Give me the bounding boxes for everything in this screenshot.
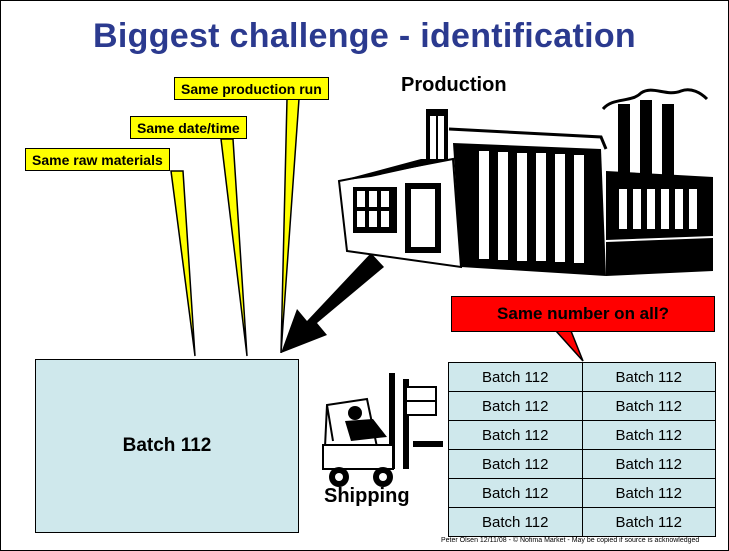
callout-same-number: Same number on all? bbox=[451, 296, 715, 332]
batch-table: Batch 112 Batch 112 Batch 112 Batch 112 … bbox=[448, 362, 716, 537]
footer-credit: Peter Olsen 12/11/08 - © Nofima Market -… bbox=[441, 537, 700, 544]
table-cell: Batch 112 bbox=[581, 478, 716, 508]
shipping-label: Shipping bbox=[324, 485, 410, 507]
table-row: Batch 112 Batch 112 bbox=[448, 362, 716, 392]
slide-title: Biggest challenge - identification bbox=[93, 17, 636, 55]
table-cell: Batch 112 bbox=[581, 507, 716, 537]
callout-tail-date-time bbox=[220, 138, 248, 357]
table-row: Batch 112 Batch 112 bbox=[448, 449, 716, 479]
table-cell: Batch 112 bbox=[448, 507, 583, 537]
callout-date-time: Same date/time bbox=[130, 116, 247, 139]
table-row: Batch 112 Batch 112 bbox=[448, 391, 716, 421]
table-cell: Batch 112 bbox=[448, 449, 583, 479]
table-cell: Batch 112 bbox=[448, 391, 583, 421]
table-cell: Batch 112 bbox=[448, 362, 583, 392]
arrow-icon bbox=[281, 253, 384, 353]
callout-tail-raw-materials bbox=[170, 170, 196, 357]
table-cell: Batch 112 bbox=[581, 391, 716, 421]
production-label: Production bbox=[401, 74, 507, 96]
table-row: Batch 112 Batch 112 bbox=[448, 507, 716, 537]
table-cell: Batch 112 bbox=[448, 420, 583, 450]
table-row: Batch 112 Batch 112 bbox=[448, 478, 716, 508]
batch-box-label: Batch 112 bbox=[122, 435, 212, 456]
table-cell: Batch 112 bbox=[581, 420, 716, 450]
callout-raw-materials: Same raw materials bbox=[25, 148, 170, 171]
table-row: Batch 112 Batch 112 bbox=[448, 420, 716, 450]
callout-production-run: Same production run bbox=[174, 77, 329, 100]
table-cell: Batch 112 bbox=[581, 449, 716, 479]
table-cell: Batch 112 bbox=[448, 478, 583, 508]
table-cell: Batch 112 bbox=[581, 362, 716, 392]
batch-box: Batch 112 bbox=[35, 359, 299, 533]
